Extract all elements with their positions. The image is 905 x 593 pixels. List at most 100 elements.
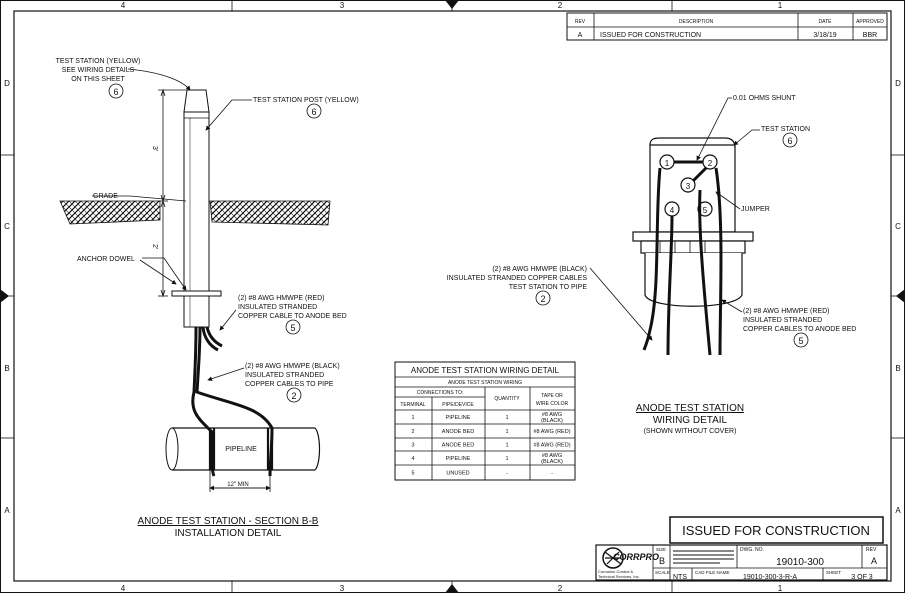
issued-stamp xyxy=(669,516,884,544)
rev-value: A xyxy=(578,32,583,39)
table-cell-terminal: 4 xyxy=(411,456,414,462)
callout-ref-5-a: 5 xyxy=(290,323,295,333)
table-cell-device: PIPELINE xyxy=(446,415,471,421)
table-cell-terminal: 3 xyxy=(411,443,414,449)
size-label: SIZE xyxy=(656,547,666,552)
red-cable-2 xyxy=(205,326,223,348)
red-cable-label-right-1: (2) #8 AWG HMWPE (RED) xyxy=(743,308,829,315)
zone-left-b: B xyxy=(4,364,9,373)
center-mark-left-icon xyxy=(0,289,9,303)
description-header: DESCRIPTION xyxy=(679,19,714,25)
left-detail-subtitle: INSTALLATION DETAIL xyxy=(175,528,282,539)
callout-ref-6-a: 6 xyxy=(113,87,118,97)
table-cell-quantity: 1 xyxy=(505,443,508,449)
table-cell-device: UNUSED xyxy=(446,471,469,477)
size-value: B xyxy=(659,556,665,566)
zone-top-3: 3 xyxy=(340,1,345,10)
table-title: ANODE TEST STATION WIRING DETAIL xyxy=(411,366,560,375)
table-group-header: CONNECTIONS TO: xyxy=(417,390,464,396)
pipeline xyxy=(172,427,315,471)
rev-description: ISSUED FOR CONSTRUCTION xyxy=(600,32,701,39)
black-cable-label-2: INSULATED STRANDED xyxy=(245,372,324,379)
grade-label: GRADE xyxy=(93,193,118,200)
scale-value: NTS xyxy=(673,574,687,581)
center-mark-bottom-icon xyxy=(445,584,459,593)
anchor-dowel xyxy=(171,290,222,297)
center-mark-right-icon xyxy=(896,289,905,303)
table-col-quantity: QUANTITY xyxy=(494,396,520,402)
scale-label: SCALE xyxy=(655,570,670,575)
cad-label: CAD FILE NAME xyxy=(695,570,730,575)
pipeline-label: PIPELINE xyxy=(225,446,257,453)
terminal-3: 3 xyxy=(686,182,691,191)
table-cell-device: PIPELINE xyxy=(446,456,471,462)
zone-left-c: C xyxy=(4,222,10,231)
cad-value: 19010-300-3-R-A xyxy=(743,574,797,581)
jumper-label: JUMPER xyxy=(741,206,770,213)
table-cell-device: ANODE BED xyxy=(442,443,474,449)
table-col-color-1: TAPE OR xyxy=(541,393,563,399)
zone-bottom-2: 2 xyxy=(558,584,563,593)
installation-section xyxy=(59,68,331,492)
callout-circle-2-b xyxy=(535,290,551,306)
center-mark-top-icon xyxy=(445,0,459,9)
table-cell-color: #8 AWG (RED) xyxy=(533,443,570,449)
red-cable-label-3: COPPER CABLE TO ANODE BED xyxy=(238,313,347,320)
revision-block xyxy=(566,12,888,41)
date-header: DATE xyxy=(819,19,833,25)
test-station-label-1: TEST STATION (YELLOW) xyxy=(56,58,141,65)
table-col-color-2: WIRE COLOR xyxy=(536,401,569,407)
grade-soil-left xyxy=(59,200,161,225)
callout-ref-5-b: 5 xyxy=(798,336,803,346)
table-cell-device: ANODE BED xyxy=(442,429,474,435)
station-collar xyxy=(632,231,754,242)
table-cell-color: #8 AWG xyxy=(542,453,562,459)
table-cell-terminal: 5 xyxy=(411,471,414,477)
issued-stamp-text: ISSUED FOR CONSTRUCTION xyxy=(682,523,870,538)
zone-top-1: 1 xyxy=(778,1,783,10)
callout-ref-2-b: 2 xyxy=(540,294,545,304)
right-detail-note: (SHOWN WITHOUT COVER) xyxy=(644,428,737,435)
table-cell-terminal: 1 xyxy=(411,415,414,421)
table-cell-color: - xyxy=(551,471,553,477)
post-cap xyxy=(183,89,210,113)
table-cell-quantity: - xyxy=(506,471,508,477)
title-block xyxy=(595,516,888,581)
table-cell-color: (BLACK) xyxy=(541,459,563,465)
black-wire-a xyxy=(642,167,662,351)
zone-bottom-3: 3 xyxy=(340,584,345,593)
rev-header: REV xyxy=(575,19,586,25)
rev-label: REV xyxy=(866,547,877,553)
table-cell-terminal: 2 xyxy=(411,429,414,435)
red-cable-1 xyxy=(201,326,219,352)
table-col-terminal: TERMINAL xyxy=(400,402,426,408)
black-cable-label-right-3: TEST STATION TO PIPE xyxy=(509,284,588,291)
dimension-lower: 2' xyxy=(151,244,158,249)
black-cable-label-right-2: INSULATED STRANDED COPPER CABLES xyxy=(447,275,588,282)
wiring-table xyxy=(394,361,576,481)
callout-ref-2-a: 2 xyxy=(291,391,296,401)
zone-top-4: 4 xyxy=(121,1,126,10)
red-cable-label-1: (2) #8 AWG HMWPE (RED) xyxy=(238,295,324,302)
zone-left-a: A xyxy=(4,506,10,515)
anchor-dowel-label: ANCHOR DOWEL xyxy=(77,256,135,263)
callout-ref-6-c: 6 xyxy=(787,136,792,146)
right-detail-subtitle: WIRING DETAIL xyxy=(653,415,728,426)
black-cable-label-3: COPPER CABLES TO PIPE xyxy=(245,381,334,388)
sheet-label: SHEET xyxy=(826,570,841,575)
test-station-label-2: SEE WIRING DETAILS xyxy=(62,67,135,74)
red-wire-b xyxy=(714,167,723,356)
table-cell-quantity: 1 xyxy=(505,456,508,462)
callout-circle-2-a xyxy=(286,387,302,403)
zone-right-d: D xyxy=(895,79,901,88)
callout-ref-6-b: 6 xyxy=(311,107,316,117)
approved-header: APPROVED xyxy=(856,19,884,25)
shunt-label: 0.01 OHMS SHUNT xyxy=(733,95,796,102)
zone-right-b: B xyxy=(895,364,900,373)
dwg-label: DWG. NO. xyxy=(740,547,764,553)
right-detail-title: ANODE TEST STATION xyxy=(636,403,744,414)
zone-right-a: A xyxy=(895,506,901,515)
